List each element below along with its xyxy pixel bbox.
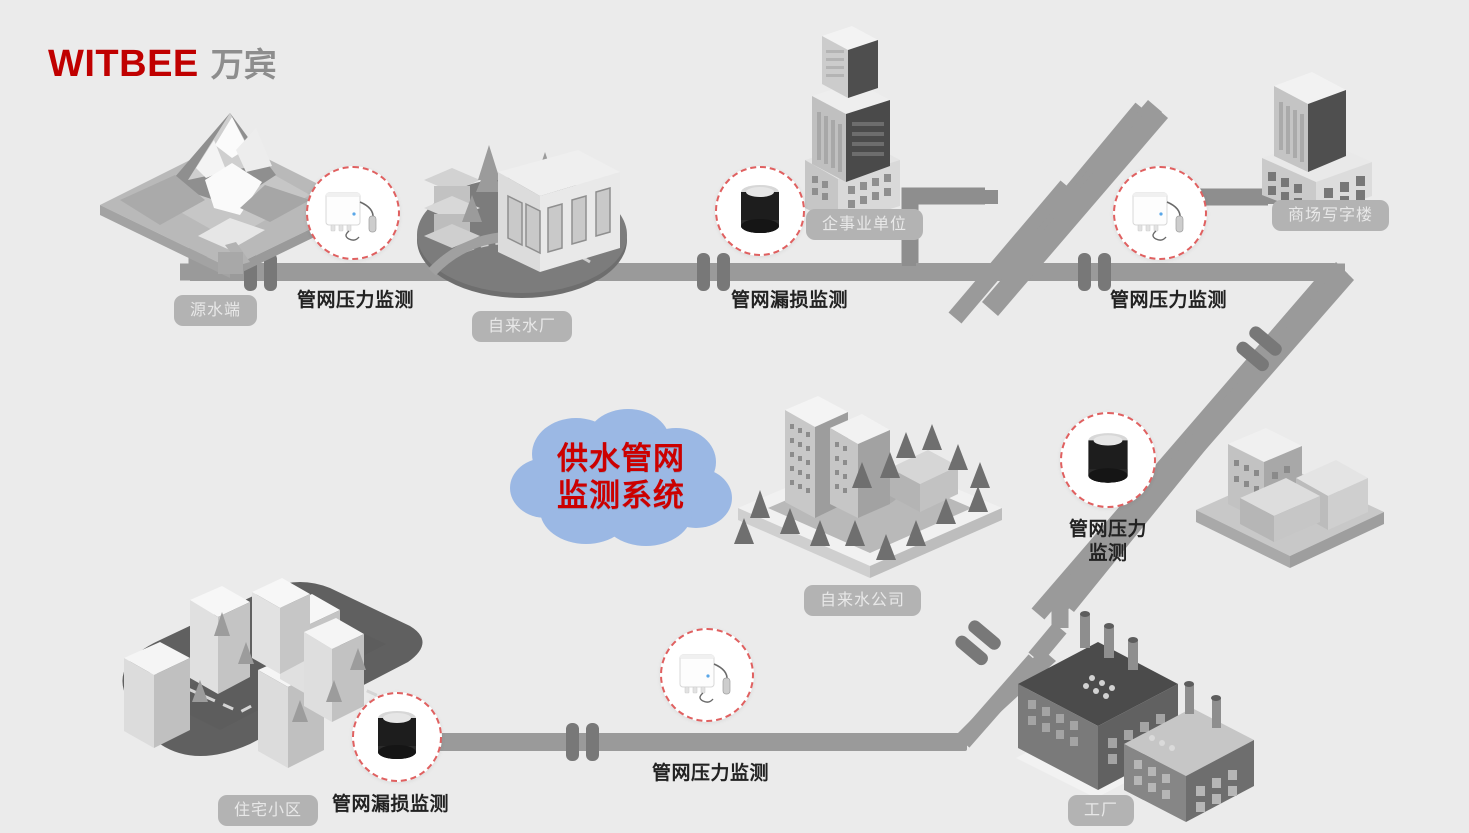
white-box-probe-icon bbox=[679, 654, 731, 703]
caption-pressure-industrial: 管网压力 监测 bbox=[1053, 518, 1163, 566]
factory-buildings bbox=[1016, 611, 1254, 822]
brand-logo-cn: 万宾 bbox=[210, 45, 277, 84]
brand-logo-en: WITBEE bbox=[48, 43, 199, 85]
system-title-cloud: 供水管网 监测系统 bbox=[506, 406, 736, 551]
black-cylinder-icon bbox=[741, 185, 779, 233]
residential-block bbox=[122, 578, 423, 768]
mountain-terrain bbox=[100, 113, 360, 278]
system-title-line2: 监测系统 bbox=[557, 478, 685, 515]
caption-leak-enterprise: 管网漏损监测 bbox=[731, 289, 849, 311]
sensor-pressure-industrial[interactable] bbox=[1060, 412, 1156, 508]
badge-source-water: 源水端 bbox=[174, 295, 258, 326]
caption-leak-residential: 管网漏损监测 bbox=[332, 793, 450, 815]
sensor-pressure-bottom[interactable] bbox=[660, 628, 754, 722]
badge-water-plant: 自来水厂 bbox=[472, 311, 573, 342]
black-cylinder-icon bbox=[378, 711, 416, 759]
badge-mall-office: 商场写字楼 bbox=[1272, 200, 1390, 231]
badge-enterprise-unit: 企事业单位 bbox=[806, 209, 924, 240]
sensor-leak-enterprise[interactable] bbox=[715, 166, 805, 256]
system-title-line1: 供水管网 bbox=[557, 440, 685, 477]
cloud-shape bbox=[510, 409, 732, 546]
badge-residential: 住宅小区 bbox=[218, 795, 319, 826]
pipe-valves bbox=[244, 253, 1282, 761]
city-block bbox=[734, 396, 1002, 578]
caption-pressure-industrial-line2: 监测 bbox=[1088, 541, 1128, 564]
black-cylinder-icon bbox=[1088, 433, 1128, 483]
brand-logo: WITBEE 万宾 bbox=[48, 38, 277, 86]
white-box-probe-icon bbox=[1132, 192, 1184, 241]
industrial-park bbox=[1196, 428, 1384, 568]
caption-pressure-mall: 管网压力监测 bbox=[1110, 289, 1228, 311]
system-title-text: 供水管网 监测系统 bbox=[506, 441, 736, 517]
office-towers bbox=[805, 26, 900, 225]
sensor-pressure-source[interactable] bbox=[306, 166, 400, 260]
sensor-pressure-mall[interactable] bbox=[1113, 166, 1207, 260]
badge-water-company: 自来水公司 bbox=[804, 585, 922, 616]
caption-pressure-bottom: 管网压力监测 bbox=[652, 762, 770, 784]
sensor-leak-residential[interactable] bbox=[352, 692, 442, 782]
water-treatment-plant bbox=[417, 145, 627, 298]
mall-tower bbox=[1262, 72, 1372, 216]
caption-pressure-industrial-line1: 管网压力 bbox=[1068, 518, 1147, 540]
badge-factory: 工厂 bbox=[1068, 795, 1135, 826]
white-box-probe-icon bbox=[325, 192, 377, 241]
caption-pressure-source: 管网压力监测 bbox=[297, 289, 415, 311]
